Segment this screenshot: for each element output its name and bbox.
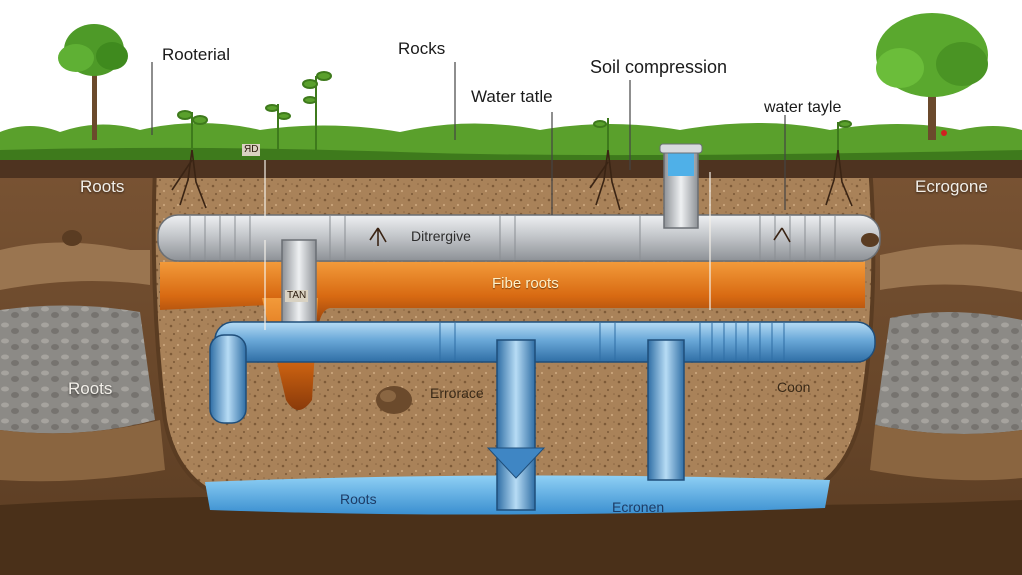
blue-center-drop (496, 339, 536, 511)
riser-cap (659, 143, 703, 154)
right-stone-layer (875, 311, 1022, 434)
left-rock (62, 230, 82, 246)
right-rock (861, 233, 879, 247)
label-ecronen: Ecronen (612, 499, 665, 515)
seedlings (177, 71, 852, 150)
measure-lines (264, 160, 711, 330)
blue-pipe-ribs (439, 323, 785, 361)
label-roots-left-lower: Roots (68, 379, 113, 398)
label-divergive: Ditrergive (411, 228, 471, 244)
blue-right-drop (647, 339, 685, 481)
grey-drop (281, 239, 317, 331)
label-ecrogone: Ecrogone (915, 177, 988, 196)
plant-roots (171, 149, 853, 246)
riser-water (668, 150, 694, 176)
flower (941, 130, 947, 136)
label-water-table-top: Water tatle (471, 87, 553, 106)
right-stratum-2 (870, 425, 1022, 481)
right-stratum-1 (880, 244, 1022, 292)
orange-root-layer (160, 262, 865, 330)
leader-lines (151, 62, 786, 215)
blue-pipe (214, 321, 876, 363)
label-fibe-roots: Fibe roots (492, 275, 559, 292)
left-tree (58, 24, 128, 140)
label-coon: Coon (777, 379, 811, 395)
grey-pipe-ribs (189, 216, 836, 260)
left-stratum-2 (0, 420, 165, 482)
label-rooterial: Rooterial (162, 45, 231, 64)
deep-soil-band (0, 496, 1022, 575)
label-pipe-tag: TAN (285, 290, 309, 302)
label-roots-left-upper: Roots (80, 177, 125, 196)
rock-clump (376, 386, 412, 414)
label-small-tag: ЯD (242, 144, 261, 156)
label-errorace: Errorace (430, 385, 484, 401)
blue-left-elbow (209, 334, 247, 424)
right-tree (876, 13, 988, 140)
label-soil-compression: Soil compression (590, 57, 728, 77)
label-rocks: Rocks (398, 39, 446, 58)
left-stone-layer (0, 305, 155, 434)
grey-pipe (157, 214, 881, 262)
label-roots-bottom: Roots (340, 491, 377, 507)
left-stratum-1 (0, 242, 150, 290)
label-water-tayle: water tayle (764, 99, 842, 116)
flow-arrow (486, 447, 546, 479)
